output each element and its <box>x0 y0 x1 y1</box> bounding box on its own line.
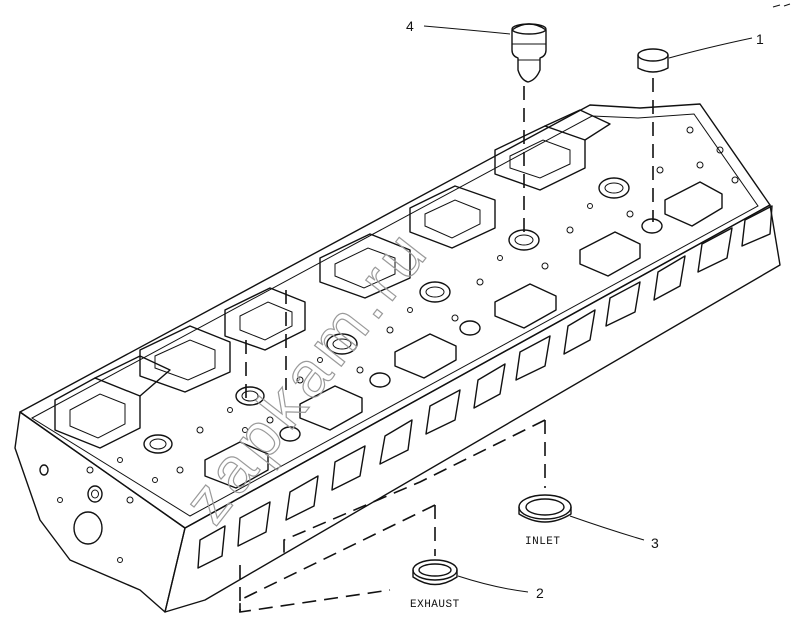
leader-lines <box>423 25 753 593</box>
corner-mark <box>772 3 791 8</box>
watermark: zapkam.ru <box>169 214 443 536</box>
part-3-inlet-seat-insert <box>518 494 572 523</box>
inlet-label: INLET <box>525 536 561 548</box>
side-ports <box>197 205 773 569</box>
callout-4-number: 4 <box>406 18 414 34</box>
valve-recesses <box>204 181 723 489</box>
part-4-injector-sleeve <box>511 23 547 240</box>
cylinder-head-block <box>14 103 781 613</box>
part-1-cup-plug <box>637 48 669 222</box>
exhaust-label: EXHAUST <box>410 599 460 611</box>
bolt-holes <box>86 126 739 504</box>
assembly-dash-lines <box>239 290 546 613</box>
head-end-face <box>14 411 186 613</box>
part-2-exhaust-seat-insert <box>412 559 458 586</box>
injector-bores <box>143 177 663 454</box>
callout-1-number: 1 <box>756 31 764 47</box>
callout-2-number: 2 <box>536 585 544 601</box>
callout-3-number: 3 <box>651 535 659 551</box>
rocker-pedestals <box>54 109 611 449</box>
end-face-features <box>39 464 123 563</box>
